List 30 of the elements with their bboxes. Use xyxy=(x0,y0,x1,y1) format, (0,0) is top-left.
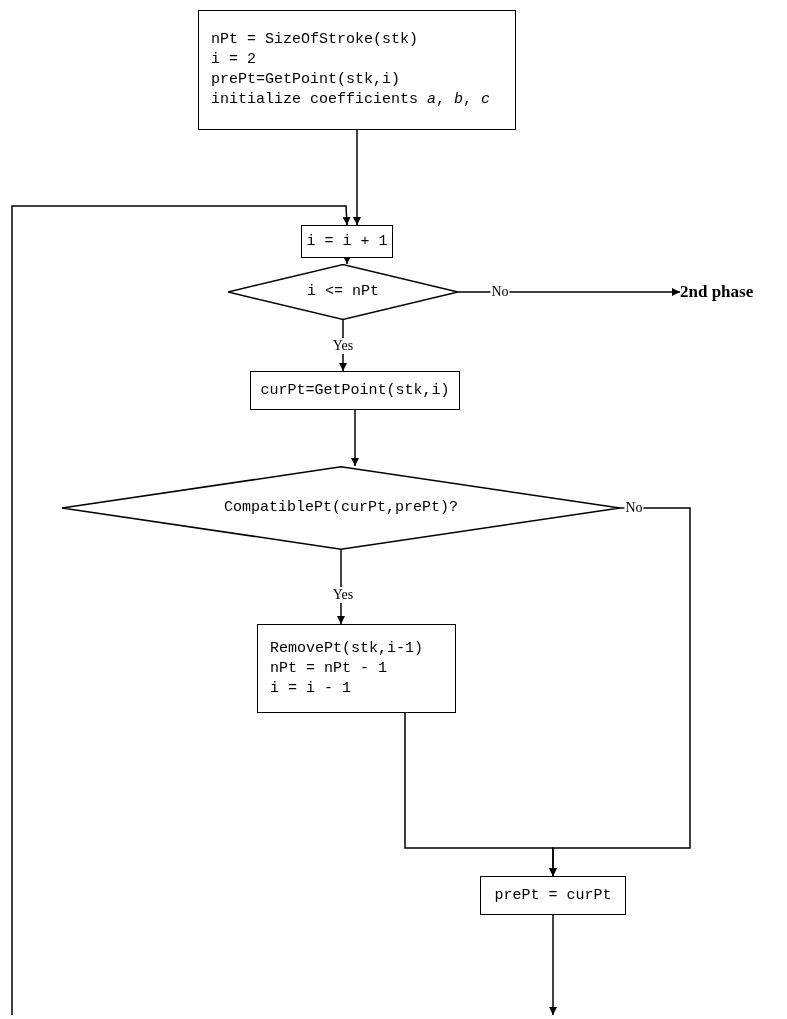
code-line: prePt = curPt xyxy=(494,885,612,906)
process-box xyxy=(301,225,393,258)
decision-diamond xyxy=(62,466,620,550)
code-line: nPt = SizeOfStroke(stk) xyxy=(211,30,420,50)
code-line: i = i + 1 xyxy=(306,231,388,252)
code-line: i <= nPt xyxy=(307,282,379,302)
code-line: i = i - 1 xyxy=(270,678,352,699)
edge-label: Yes xyxy=(331,587,355,603)
process-box xyxy=(198,10,516,130)
process-box xyxy=(257,624,456,713)
code-line: prePt=GetPoint(stk,i) xyxy=(211,70,402,90)
arrow xyxy=(11,205,351,1016)
arrow xyxy=(351,409,359,467)
arrow xyxy=(343,256,351,265)
phase-label: 2nd phase xyxy=(680,282,755,302)
code-line: nPt = nPt - 1 xyxy=(270,658,389,679)
code-line: curPt=GetPoint(stk,i) xyxy=(260,380,450,401)
process-box xyxy=(480,876,626,915)
code-line: i = 2 xyxy=(211,50,257,70)
arrow xyxy=(549,914,557,1016)
arrow xyxy=(337,549,345,625)
code-line: CompatiblePt(curPt,prePt)? xyxy=(223,498,458,518)
code-line: initialize coefficients a, b, c xyxy=(211,90,492,110)
arrow xyxy=(404,712,557,877)
code-line: RemovePt(stk,i-1) xyxy=(270,638,425,659)
arrow xyxy=(457,288,681,296)
decision-diamond xyxy=(228,264,458,320)
process-box xyxy=(250,371,460,410)
edge-label: Yes xyxy=(331,338,355,354)
arrow xyxy=(353,129,361,226)
